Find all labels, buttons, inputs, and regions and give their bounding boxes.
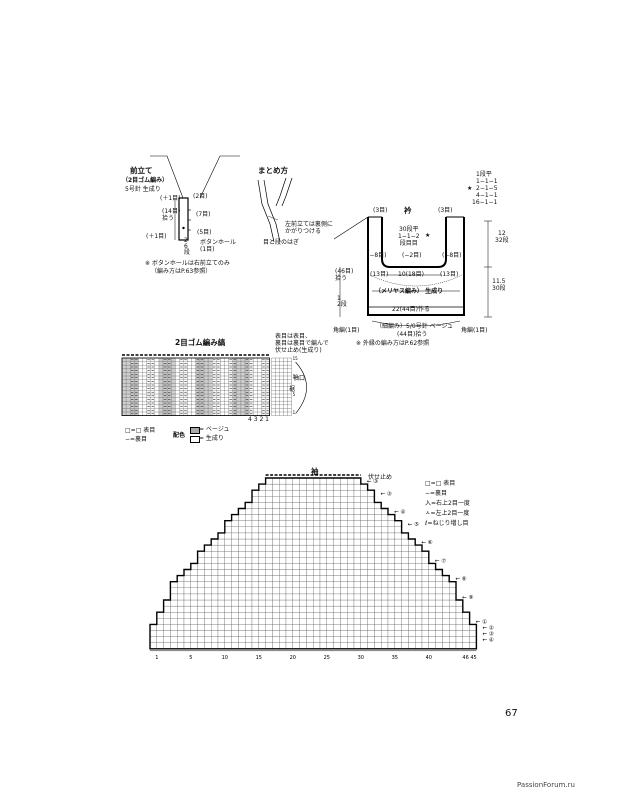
collar-rib-left: 1 2段: [337, 295, 347, 308]
finishing-note-b: 目と段のはぎ: [263, 239, 300, 246]
sleeve-x-tick: 20: [290, 655, 296, 661]
collar-star: ★: [425, 232, 431, 239]
rib-bottom-nums: 4 3 2 1: [248, 416, 269, 423]
sleeve-legend-item: ㅅ=左上2目一度: [425, 510, 470, 517]
sleeve-x-tick: 46 45: [462, 655, 476, 661]
placket-title: 前立て: [130, 166, 153, 175]
sleeve-x-tick: 10: [222, 655, 228, 661]
collar-center-note: 30段平 1−1−2 段目目: [398, 226, 420, 247]
dec-row: 1−1−1: [476, 178, 498, 185]
sleeve-x-tick: 25: [324, 655, 330, 661]
collar-m8-right: (−8目): [442, 252, 462, 259]
collar-note: ※ 外縁の編み方はP.62参照: [356, 340, 430, 347]
rib-title: 2目ゴム編み縞: [175, 338, 226, 347]
watermark: PassionForum.ru: [517, 781, 575, 789]
placket-diagram: [150, 155, 240, 241]
collar-m8-left: (−8目): [367, 252, 387, 259]
sleeve-row-marker: ← ⑦: [435, 557, 446, 564]
rib-legend-knit: □=□ 表目: [125, 427, 156, 434]
sleeve-row-marker: ← ④: [394, 510, 405, 516]
sleeve-row-marker: ← ①: [476, 619, 487, 625]
rib-color-beige: = ベージュ: [199, 426, 230, 433]
placket-label-5: (5目): [197, 229, 212, 236]
collar-top-left: (3目): [373, 207, 388, 214]
finishing-note-a: 左前立ては裏側に かがりつける: [285, 221, 333, 235]
placket-label-2: (2目): [193, 193, 208, 200]
placket-needle: 5号針 生成り: [125, 186, 161, 193]
finishing-diagram: [257, 177, 293, 243]
rib-row-number: 1: [293, 410, 296, 415]
collar-13-left: (13目): [370, 271, 389, 278]
placket-label-buttonhole: ボタンホール (1目): [200, 239, 237, 253]
rib-row-number: 15: [293, 356, 299, 361]
collar-pick44: (44目)拾う: [397, 331, 428, 338]
beige-swatch: [190, 427, 200, 434]
rib-row-number: 10: [293, 374, 299, 379]
sleeve-legend-item: 入=右上2目一度: [425, 500, 470, 507]
sleeve-x-tick: 30: [358, 655, 364, 661]
sleeve-x-tick: 40: [426, 655, 432, 661]
collar-base: 22(44目)作る: [392, 306, 430, 313]
dec-row: 1段平: [476, 171, 492, 178]
sleeve-row-marker: ← ⑨: [462, 594, 473, 601]
collar-top-right: (3目): [438, 207, 453, 214]
sleeve-row-marker: ← ④: [482, 638, 493, 644]
collar-13-right: (13目): [440, 271, 459, 278]
placket-label-rows: 2 6 段: [184, 237, 191, 256]
rib-grid: 15 10 5 1: [121, 354, 307, 416]
collar-stitch: （メリヤス編み） 生成り: [375, 288, 444, 295]
rib-label-suso: 裾: [289, 386, 296, 393]
rib-legend-purl: −=裏目: [125, 436, 148, 443]
sleeve-row-marker: ← ⑥: [421, 540, 432, 546]
collar-pick46: (46目) 拾う: [335, 268, 354, 282]
finishing-title: まとめ方: [258, 166, 288, 175]
collar-ribbing: （細編み）5/0号針 ベージュ: [376, 323, 454, 330]
collar-corner-left: 角編(1目): [333, 327, 360, 334]
collar-diagram: [333, 216, 492, 327]
sleeve-row-marker: ← ⑤: [408, 522, 419, 528]
natural-swatch: [190, 436, 200, 443]
rib-note1: 表目は表目、: [275, 333, 312, 340]
collar-corner-right: 角編(1目): [461, 327, 488, 334]
sleeve-bindoff: 伏せ止め: [368, 474, 393, 481]
sleeve-row-marker: ← ⑧: [455, 577, 466, 583]
sleeve-x-tick: 1: [155, 655, 158, 661]
dec-row: 16−1−1: [472, 199, 498, 206]
rib-note3: 伏せ止め(生成り): [275, 347, 322, 354]
page-number: 67: [505, 708, 518, 719]
collar-m2: (−2目): [402, 252, 422, 259]
placket-label-14: (14目) 拾う: [162, 208, 181, 222]
collar-center10: 10(18目): [398, 271, 424, 278]
rib-note2: 裏目は裏目で編んで: [275, 340, 329, 347]
rib-row-number: 5: [293, 392, 296, 397]
sleeve-row-marker: ← ③: [380, 491, 391, 497]
sleeve-legend-item: □=□ 表目: [425, 480, 456, 487]
collar-dim12: 12 32段: [495, 230, 509, 244]
dec-star: ★: [467, 185, 473, 192]
placket-label-plus1b: (＋1目): [146, 233, 167, 240]
sleeve-row-marker: ← ③: [482, 632, 493, 638]
sleeve-legend-item: ℓ=ねじり増し目: [425, 520, 469, 527]
collar-title: 衿: [404, 206, 412, 215]
dec-row: 4−1−1: [476, 192, 498, 199]
placket-note1: ※ ボタンホールは右前立てのみ: [145, 260, 230, 267]
sleeve-x-tick: 35: [392, 655, 398, 661]
sleeve-x-tick: 15: [256, 655, 262, 661]
rib-color-title: 配色: [173, 432, 186, 439]
sleeve-legend-item: −=裏目: [425, 490, 448, 497]
collar-dim115: 11.5 30段: [492, 278, 506, 292]
rib-color-natural: = 生成り: [199, 435, 224, 442]
sleeve-row-marker: ← ②: [482, 625, 493, 632]
placket-label-7: (7目): [196, 211, 211, 218]
rib-label-sode: 袖口: [293, 375, 306, 382]
dec-row: 2−1−5: [476, 185, 498, 192]
placket-subtitle: （2目ゴム編み）: [122, 177, 169, 184]
sleeve-row-marker: ← ③: [367, 479, 378, 485]
sleeve-x-tick: 5: [189, 655, 192, 661]
sleeve-title: 袖: [311, 467, 319, 476]
placket-note2: （編み方はP.63参照）: [151, 268, 212, 275]
placket-label-plus1: (＋1目): [160, 195, 181, 202]
